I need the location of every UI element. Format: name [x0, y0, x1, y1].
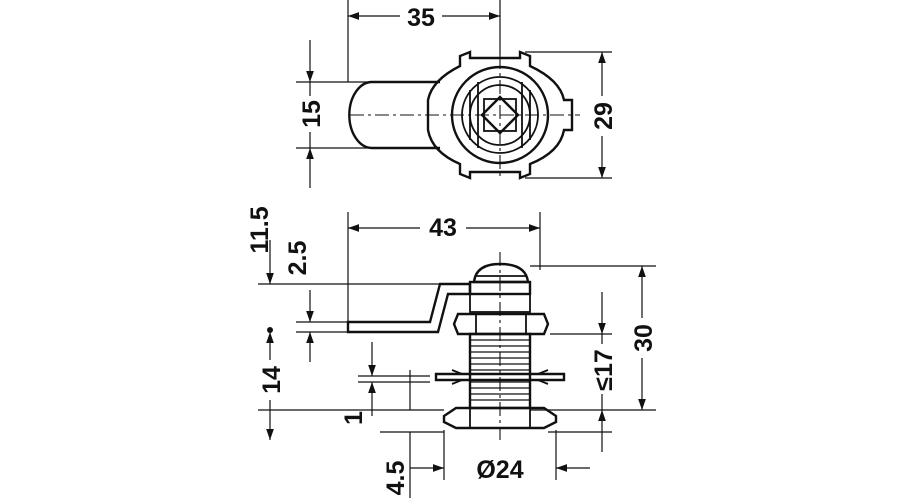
hex-nut: [452, 312, 550, 336]
dim-35-label: 35: [407, 4, 435, 32]
dim-4-5-label: 4.5: [382, 461, 410, 496]
lever-arm-side: [346, 282, 472, 334]
dim-1-label: 1: [340, 411, 368, 425]
reference-dot: [267, 327, 273, 333]
flange: [442, 406, 558, 430]
spring-washer: [434, 372, 566, 382]
lever-arm-top: [348, 80, 440, 150]
side-view: 43 11.5 2.5 14 1 4.5 Ø24 ≤17 30: [246, 206, 658, 498]
dim-max-17-label: ≤17: [590, 349, 618, 391]
lock-body-outline: [426, 50, 574, 180]
dim-43-label: 43: [429, 214, 457, 242]
dim-14-label: 14: [258, 366, 286, 394]
dim-15-label: 15: [298, 100, 326, 128]
top-view: 35 15 29: [296, 0, 618, 188]
dim-11-5-label: 11.5: [246, 206, 274, 253]
dim-30-label: 30: [630, 324, 658, 352]
cap: [472, 262, 530, 284]
dim-2-5-label: 2.5: [284, 241, 312, 276]
dim-29-label: 29: [590, 102, 618, 130]
dim-diameter-24-label: Ø24: [476, 456, 523, 484]
